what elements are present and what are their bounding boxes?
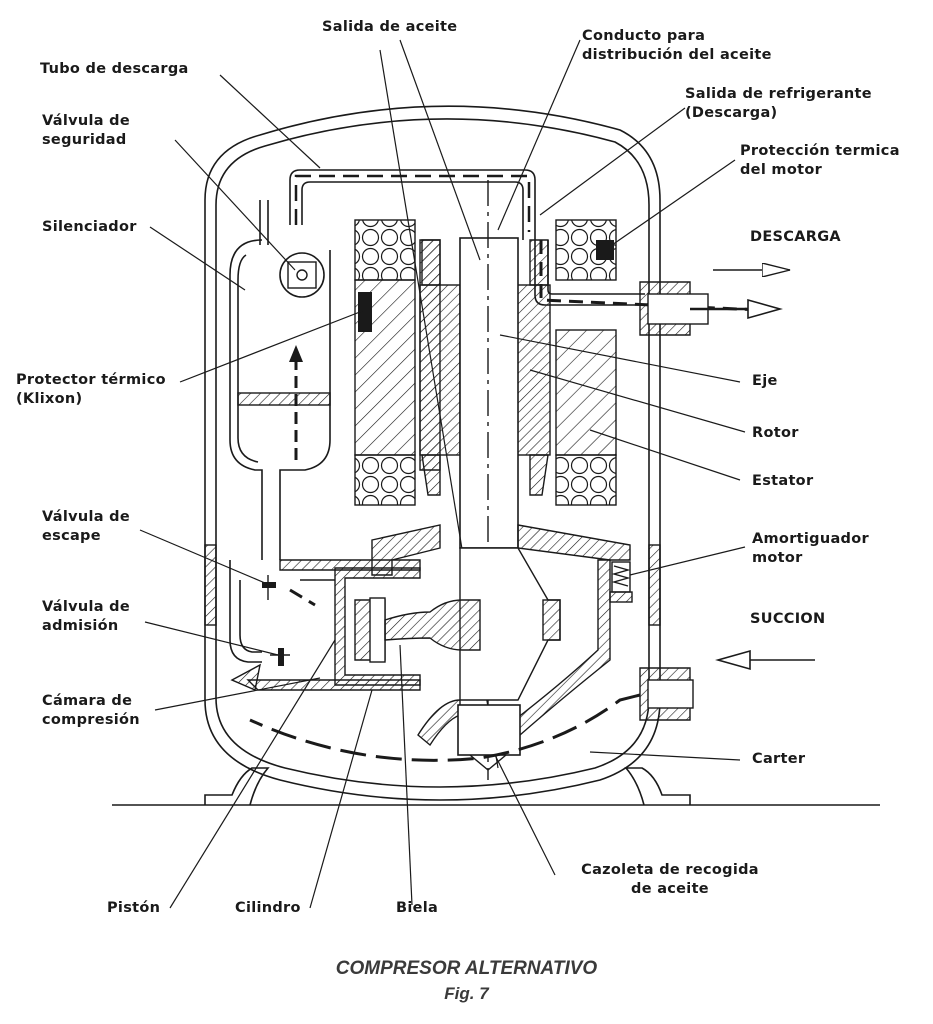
label-valvula-admision: Válvula de admisión [42,598,130,636]
label-valvula-seguridad: Válvula de seguridad [42,112,130,150]
label-protector-termico: Protector térmico (Klixon) [16,371,166,409]
label-amortiguador-line2: motor [752,550,803,566]
label-succion: SUCCION [750,611,826,627]
motor-thermal-protection [596,240,614,260]
label-conducto: Conducto para distribución del aceite [582,27,772,65]
label-proteccion-line2: del motor [740,162,823,178]
label-estator: Estator [752,473,814,489]
label-descarga: DESCARGA [750,229,841,245]
label-valvula-esc-line1: Válvula de [42,509,130,525]
label-cazoleta-line1: Cazoleta de recogida [581,862,759,878]
label-camara-line2: compresión [42,712,140,728]
leader-lines [139,39,746,909]
label-cilindro: Cilindro [235,900,301,916]
label-valvula-esc-line2: escape [42,528,101,544]
left-foot [204,767,270,806]
label-proteccion-termica: Protección termica del motor [740,142,900,180]
label-salida-ref-line1: Salida de refrigerante [685,86,872,102]
label-amortiguador-line1: Amortiguador [752,531,869,547]
stator-coil-bl [354,454,416,506]
label-protector-line2: (Klixon) [16,391,83,407]
intake-valve [278,648,284,666]
label-carter: Carter [752,751,806,767]
label-eje: Eje [752,373,778,389]
label-rotor: Rotor [752,425,799,441]
discharge-tube [289,169,536,240]
label-silenciador: Silenciador [42,219,137,235]
label-cazoleta: Cazoleta de recogida de aceite [570,861,770,899]
label-proteccion-line1: Protección termica [740,143,900,159]
label-valvula-seg-line1: Válvula de [42,113,130,129]
label-valvula-adm-line1: Válvula de [42,599,130,615]
label-protector-line1: Protector térmico [16,372,166,388]
figure-number: Fig. 7 [444,984,489,1003]
right-foot [624,767,691,806]
label-salida-ref-line2: (Descarga) [685,105,778,121]
label-piston: Pistón [107,900,161,916]
label-cazoleta-line2: de aceite [631,881,709,897]
label-valvula-escape: Válvula de escape [42,508,130,546]
label-salida-refrigerante: Salida de refrigerante (Descarga) [685,85,872,123]
silencer [229,239,263,560]
label-conducto-line2: distribución del aceite [582,47,772,63]
label-biela: Biela [396,900,439,916]
label-conducto-line1: Conducto para [582,28,706,44]
figure-title: COMPRESOR ALTERNATIVO [335,958,598,979]
connecting-rod [384,599,481,651]
klixon-protector [358,292,372,332]
shaft [459,237,519,549]
oil-cup [457,704,521,756]
label-camara-line1: Cámara de [42,693,133,709]
stator-coil-tl [354,219,416,281]
label-salida-aceite: Salida de aceite [322,19,458,35]
stator-coil-br [555,454,617,506]
oil-flow [249,693,641,762]
label-tubo-descarga: Tubo de descarga [40,61,189,77]
label-amortiguador: Amortiguador motor [752,530,869,568]
label-camara-compresion: Cámara de compresión [42,692,140,730]
exhaust-valve [262,582,276,588]
label-valvula-seg-line2: seguridad [42,132,127,148]
label-valvula-adm-line2: admisión [42,618,119,634]
